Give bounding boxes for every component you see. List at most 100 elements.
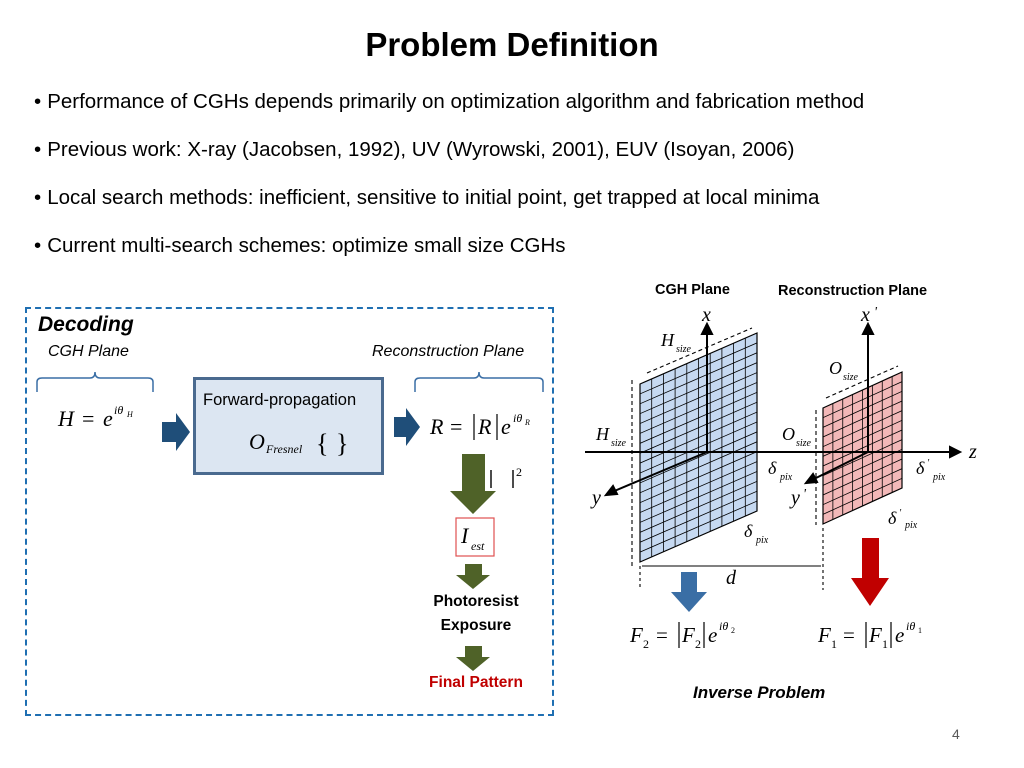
grid-line [823,468,902,506]
svg-text:y: y [789,487,800,509]
svg-text:δ: δ [888,508,897,528]
bullet-item: Performance of CGHs depends primarily on… [34,90,864,138]
grid-line [640,480,757,533]
svg-text:O: O [782,424,795,444]
h-equation: H = e iθ H [57,403,134,431]
grid-line [823,381,902,419]
svg-text:F: F [681,623,695,647]
grid-line [640,441,757,494]
svg-text:R: R [477,414,492,439]
svg-text:2: 2 [731,626,735,635]
forward-propagation-box [193,377,384,475]
grid-line [823,390,902,428]
reconstruction-brace [414,371,544,392]
svg-text:}: } [336,429,348,458]
decoding-heading: Decoding [38,313,134,336]
i-est-box [455,517,495,557]
grid-line [640,362,757,415]
svg-text:H: H [595,424,610,444]
svg-text:R: R [429,414,444,439]
bullet-item: Current multi-search schemes: optimize s… [34,234,864,282]
svg-text:': ' [927,458,930,469]
svg-text:H: H [126,410,134,419]
magnitude-squared: 2 [490,465,522,488]
svg-text:pix: pix [904,520,918,531]
svg-text:O: O [829,358,842,378]
cgh-brace [36,371,154,392]
grid-line [640,411,757,464]
svg-text:R: R [524,418,530,427]
reconstruction-plane-title: Reconstruction Plane [778,283,928,299]
svg-text:δ: δ [744,521,753,541]
grid-line [640,451,757,504]
svg-text:e: e [103,406,113,431]
svg-text:x: x [860,304,870,326]
svg-text:pix: pix [779,472,793,483]
svg-text:z: z [968,441,977,463]
svg-text:1: 1 [882,637,888,651]
svg-text:iθ: iθ [719,619,728,633]
photoresist-label: Photoresist [433,593,519,610]
svg-text:δ: δ [916,458,925,478]
svg-text:y: y [590,487,601,509]
svg-text:2: 2 [516,465,522,479]
inverse-problem-caption: Inverse Problem [693,683,826,702]
decoding-panel [25,307,554,716]
arrow-right-icon [394,408,420,446]
grid-line [640,352,757,405]
svg-text:F: F [629,623,643,647]
reconstruction-plane-grid [822,371,903,525]
grid-line [823,429,902,467]
bullet-item: Local search methods: inefficient, sensi… [34,186,864,234]
grid-line [823,419,902,457]
svg-text:{: { [316,429,328,458]
cgh-plane-title: CGH Plane [655,282,730,298]
svg-text:size: size [676,344,692,355]
page-number: 4 [952,726,960,742]
svg-text:δ: δ [768,458,777,478]
svg-text:': ' [899,508,902,519]
svg-text:iθ: iθ [513,411,522,425]
svg-text:size: size [796,438,812,449]
svg-text:1: 1 [918,626,922,635]
svg-text:H: H [57,406,75,431]
svg-text:pix: pix [932,472,946,483]
arrow-down-icon [671,572,707,612]
svg-text:x: x [701,304,711,326]
svg-text:2: 2 [643,637,649,651]
cgh-plane-grid [639,332,758,563]
page-title: Problem Definition [365,26,659,63]
svg-text:1: 1 [831,637,837,651]
forward-propagation-label: Forward-propagation [203,391,357,409]
svg-text:': ' [803,487,807,502]
grid-line [640,342,757,395]
bullet-item: Previous work: X-ray (Jacobsen, 1992), U… [34,138,864,186]
grid-line [640,431,757,484]
arrow-down-icon [456,564,490,589]
r-equation: R = R e iθ R [429,411,530,440]
svg-text:e: e [708,623,717,647]
svg-text:e: e [895,623,904,647]
axes [585,321,963,497]
grid-line [823,477,902,515]
svg-text:size: size [843,372,859,383]
fresnel-operator: O Fresnel { } [249,429,348,458]
grid-line [640,401,757,454]
exposure-label: Exposure [440,617,512,634]
svg-text:est: est [471,539,485,553]
grid-line [823,400,902,438]
arrow-down-icon [851,538,889,606]
final-pattern-label: Final Pattern [429,674,523,691]
svg-text:O: O [249,429,265,454]
grid-line [640,461,757,513]
grid-line [823,458,902,496]
cgh-plane-label: CGH Plane [48,343,129,360]
grid-line [640,382,757,434]
svg-text:2: 2 [695,637,701,651]
arrow-down-icon [450,454,496,514]
grid-line [640,372,757,424]
grid-line [823,439,902,477]
svg-text:e: e [501,414,511,439]
